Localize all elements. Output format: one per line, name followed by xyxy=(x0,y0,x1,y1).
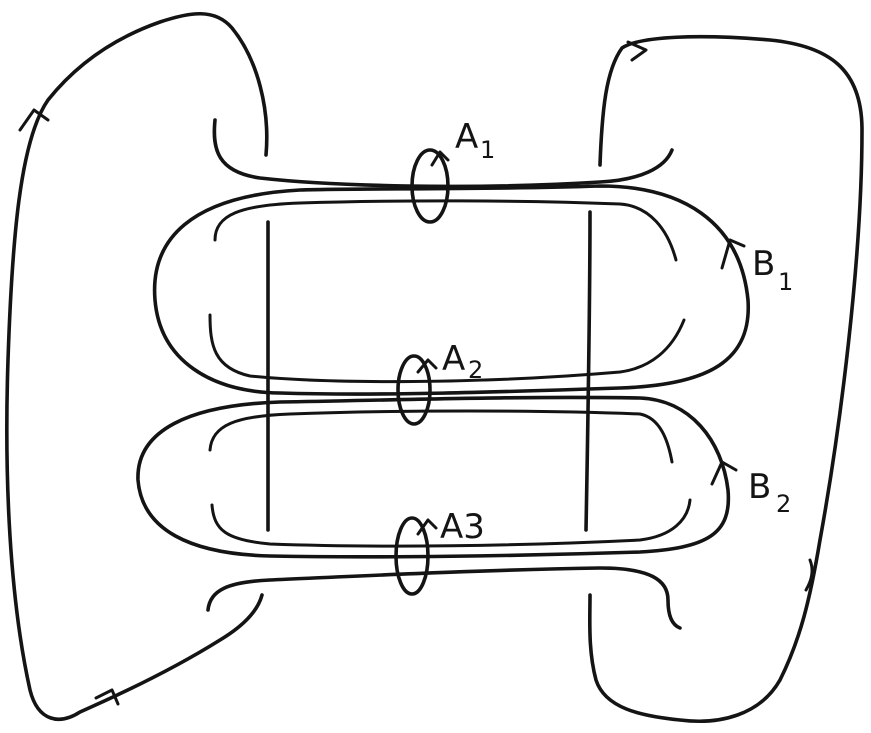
label-a1-sub: 1 xyxy=(480,136,495,164)
label-b2: B 2 xyxy=(748,467,791,518)
label-a1: A 1 xyxy=(455,117,495,164)
label-a1-letter: A xyxy=(455,117,478,157)
label-a3-text: A3 xyxy=(440,507,485,547)
loop-a2 xyxy=(398,356,430,424)
right-outline-arrow xyxy=(628,42,646,60)
label-a3: A3 xyxy=(440,507,485,547)
bottom-handle-edge xyxy=(208,568,680,628)
label-b1-sub: 1 xyxy=(778,268,793,296)
right-vertical-line xyxy=(586,212,590,530)
label-a2: A 2 xyxy=(442,339,483,384)
label-a2-sub: 2 xyxy=(468,356,483,384)
loop-b2-inner xyxy=(210,411,672,462)
label-b2-letter: B xyxy=(748,467,771,507)
label-b1: B 1 xyxy=(752,244,793,296)
right-region-outline xyxy=(590,37,862,721)
label-a2-letter: A xyxy=(442,339,465,379)
label-b2-sub: 2 xyxy=(776,490,791,518)
label-b1-letter: B xyxy=(752,244,775,284)
